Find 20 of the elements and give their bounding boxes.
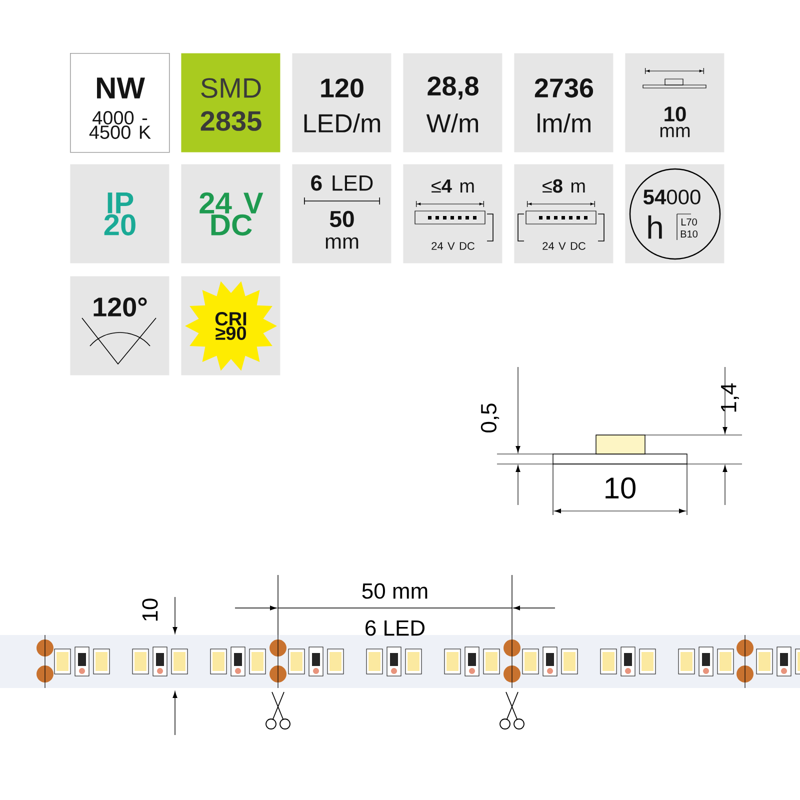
spec-tile: 54000 h L70 B10 [625, 164, 724, 264]
dimension-label: 6 LED [366, 620, 424, 636]
spec-tile: 120° [70, 276, 170, 376]
spec-tile: 28,8 W/m [403, 53, 502, 152]
spec-tile: CRI ≥90 [181, 276, 280, 376]
dimension-label: 0,5 [480, 404, 500, 432]
dimension-label: 10 [606, 477, 636, 499]
dimension-label: 50 mm [362, 583, 428, 599]
spec-tile: SMD 2835 [181, 53, 280, 152]
spec-tile: 120 LED/m [292, 53, 392, 152]
dimension-label: 1,4 [721, 383, 739, 412]
spec-tile: 6 LED 50 mm [292, 164, 392, 264]
spec-tile: 10 mm [625, 53, 724, 152]
spec-tile: ≤8 m 24 V DC [514, 164, 614, 264]
spec-tile: 2736 lm/m [514, 53, 614, 152]
dimension-label: 10 [142, 598, 158, 621]
spec-tile: ≤4 m 24 V DC [403, 164, 502, 264]
spec-tile: 24 V DC [181, 164, 280, 264]
spec-tile: IP 20 [70, 164, 170, 264]
spec-tile: NW 4000 - 4500 K [70, 53, 170, 153]
